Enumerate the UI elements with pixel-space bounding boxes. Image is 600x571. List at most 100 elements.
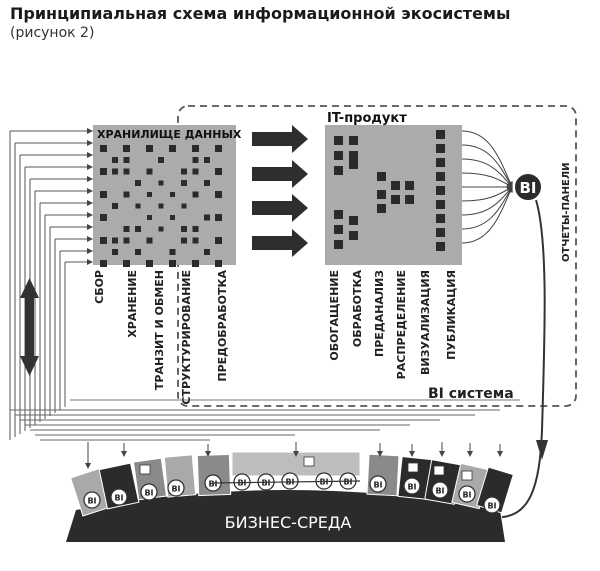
- storage-square: [100, 214, 107, 221]
- storage-square: [135, 249, 141, 255]
- product-square: [377, 190, 386, 199]
- product-square: [377, 204, 386, 213]
- storage-square: [181, 203, 187, 209]
- product-square: [436, 200, 445, 209]
- bi-node-label: BI: [87, 497, 96, 506]
- bi-node: [140, 483, 158, 501]
- storage-stage-label: ХРАНЕНИЕ: [126, 270, 139, 338]
- storage-square: [170, 192, 175, 197]
- storage-square: [192, 260, 199, 267]
- storage-square: [215, 168, 222, 175]
- transfer-arrow-1: [252, 125, 308, 153]
- product-square: [436, 158, 445, 167]
- product-square: [334, 210, 343, 219]
- storage-square: [123, 191, 130, 198]
- product-square: [436, 186, 445, 195]
- bi-node-label: BI: [343, 478, 352, 487]
- storage-square: [215, 191, 222, 198]
- fan-line: [461, 186, 513, 230]
- storage-square: [170, 215, 175, 220]
- bi-node-label: BI: [208, 480, 217, 489]
- product-square: [334, 151, 343, 160]
- storage-square: [192, 191, 199, 198]
- product-stage-label: ПУБЛИКАЦИЯ: [445, 270, 458, 360]
- business-unit-block: [98, 462, 140, 510]
- storage-square: [158, 180, 164, 186]
- bi-node-label: BI: [373, 481, 382, 490]
- storage-square: [100, 191, 107, 198]
- bi-node-label: BI: [171, 485, 180, 494]
- storage-square: [192, 237, 199, 244]
- storage-square: [135, 226, 141, 232]
- bi-hub-label: BI: [519, 179, 536, 197]
- product-stage-label: РАСПРЕДЕЛЕНИЕ: [395, 270, 408, 379]
- product-stage-label: ПРЕДАНАЛИЗ: [373, 270, 386, 357]
- bi-node-label: BI: [407, 483, 416, 492]
- product-square: [349, 231, 358, 240]
- storage-square: [100, 237, 107, 244]
- storage-square: [123, 237, 130, 244]
- product-square: [436, 228, 445, 237]
- bi-system-label: BI система: [428, 386, 514, 402]
- product-data-squares: [334, 130, 445, 251]
- it-product-title: IT-продукт: [327, 111, 407, 126]
- product-square: [391, 181, 400, 190]
- document-icon: [139, 464, 151, 475]
- storage-square: [100, 260, 107, 267]
- transfer-arrow-2: [252, 160, 308, 188]
- document-icon: [433, 465, 445, 476]
- bi-node: [281, 472, 299, 490]
- business-environment-label: БИЗНЕС-СРЕДА: [225, 513, 352, 532]
- storage-square: [112, 203, 118, 209]
- diagram-title: Принципиальная схема информационной экос…: [10, 4, 511, 23]
- storage-square: [169, 249, 176, 255]
- storage-square: [112, 249, 118, 255]
- product-square: [436, 214, 445, 223]
- storage-square: [215, 260, 222, 267]
- bi-node-link: [212, 480, 361, 484]
- storage-square: [192, 157, 199, 163]
- storage-square: [135, 180, 141, 186]
- bi-node: [110, 488, 128, 506]
- storage-square: [204, 180, 210, 186]
- bi-node-label: BI: [487, 502, 496, 511]
- document-icon: [303, 456, 315, 467]
- storage-square: [204, 157, 210, 163]
- bi-node-label: BI: [144, 489, 153, 498]
- storage-square: [146, 237, 153, 244]
- reports-label: ОТЧЕТЫ-ПАНЕЛИ: [561, 162, 572, 262]
- bi-node-label: BI: [435, 487, 444, 496]
- bi-node-label: BI: [462, 491, 471, 500]
- storage-square: [181, 237, 187, 244]
- storage-square: [169, 260, 176, 267]
- storage-square: [158, 157, 164, 163]
- bi-node-label: BI: [114, 494, 123, 503]
- product-square: [391, 195, 400, 204]
- storage-square: [158, 203, 164, 209]
- storage-square: [181, 180, 187, 186]
- storage-square: [112, 157, 118, 163]
- double-arrow: [20, 278, 39, 376]
- bi-node: [403, 477, 421, 495]
- storage-square: [123, 168, 130, 175]
- storage-square: [181, 168, 187, 175]
- storage-stage-label: ПРЕДОБРАБОТКА: [216, 270, 229, 382]
- document-icon: [461, 470, 473, 481]
- bi-node: [83, 491, 101, 509]
- storage-square: [112, 168, 118, 175]
- product-square: [436, 172, 445, 181]
- product-square: [349, 216, 358, 225]
- product-square: [349, 160, 358, 169]
- bi-node: [431, 481, 449, 499]
- product-stage-label: ОБОГАЩЕНИЕ: [328, 270, 341, 361]
- product-square: [405, 195, 414, 204]
- storage-square: [158, 226, 164, 232]
- product-stage-label: ОБРАБОТКА: [351, 270, 364, 348]
- product-square: [334, 166, 343, 175]
- data-storage-block: [93, 125, 236, 265]
- storage-stage-label: СТРУКТУРИРОВАНИЕ: [180, 270, 193, 405]
- product-square: [436, 144, 445, 153]
- storage-square: [123, 145, 130, 152]
